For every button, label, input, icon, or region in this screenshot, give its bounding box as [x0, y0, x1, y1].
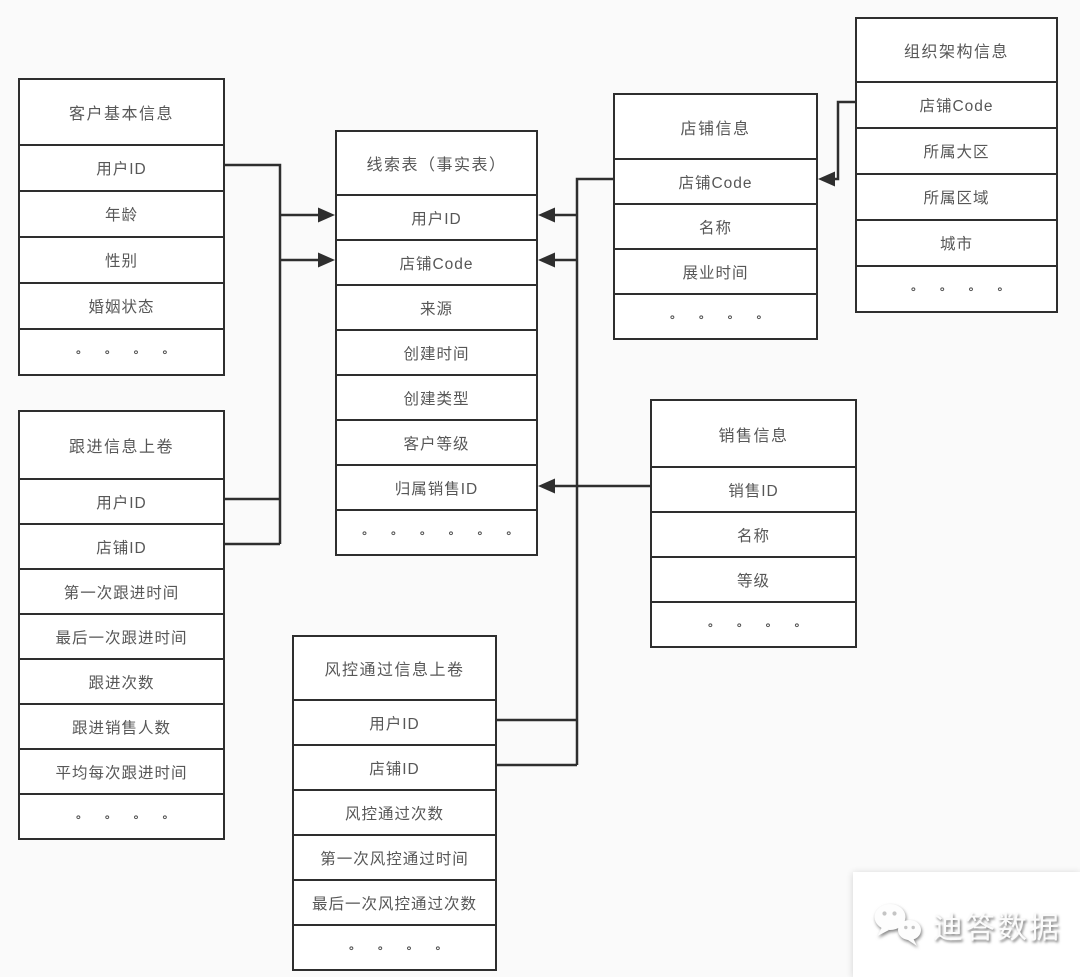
- table-row-ellipsis: ∘ ∘ ∘ ∘: [857, 265, 1056, 311]
- table-title: 组织架构信息: [903, 44, 1009, 61]
- table-title: 销售信息: [718, 427, 789, 445]
- table-title: 风控通过信息上卷: [324, 662, 465, 679]
- arrowhead-fact-userid-left: [318, 207, 335, 223]
- table-row-ellipsis: ∘ ∘ ∘ ∘: [652, 601, 855, 646]
- table-row: 展业时间: [615, 248, 816, 293]
- table-row: 用户ID: [337, 194, 536, 239]
- table-row: 跟进次数: [20, 658, 223, 703]
- table-row: 最后一次跟进时间: [20, 613, 223, 658]
- connector-left-bus: [225, 163, 282, 546]
- table-row: 年龄: [20, 190, 223, 236]
- table-row: 所属大区: [857, 127, 1056, 173]
- table-row: 店铺ID: [294, 744, 495, 789]
- arrowhead-shop-shopcode: [818, 171, 835, 187]
- table-row-ellipsis: ∘ ∘ ∘ ∘: [20, 793, 223, 838]
- connector-org-to-shop-shopcode: [834, 100, 855, 181]
- table-title: 线索表（事实表）: [366, 157, 507, 174]
- watermark-text: 迪答数据: [933, 911, 1061, 945]
- table-row: 平均每次跟进时间: [20, 748, 223, 793]
- table-row: 店铺Code: [337, 239, 536, 284]
- table-row: 婚姻状态: [20, 282, 223, 328]
- table-row: 销售ID: [652, 466, 855, 511]
- connector-right-bus: [497, 177, 613, 767]
- watermark-card: 迪答数据: [853, 872, 1080, 977]
- wechat-chat-bubbles-icon: [874, 903, 921, 946]
- table-row: 所属区域: [857, 173, 1056, 219]
- table-row-ellipsis: ∘ ∘ ∘ ∘: [294, 924, 495, 969]
- table-row: 第一次风控通过时间: [294, 834, 495, 879]
- table-title: 客户基本信息: [68, 106, 174, 123]
- table-row: 用户ID: [294, 699, 495, 744]
- table-row: 等级: [652, 556, 855, 601]
- table-row: 店铺ID: [20, 523, 223, 568]
- table-row: 来源: [337, 284, 536, 329]
- table-row: 创建时间: [337, 329, 536, 374]
- table-row: 客户等级: [337, 419, 536, 464]
- arrowhead-fact-shopcode-left: [318, 252, 335, 268]
- table-row: 归属销售ID: [337, 464, 536, 509]
- arrowhead-fact-userid-right: [538, 207, 555, 223]
- table-row: 店铺Code: [857, 81, 1056, 127]
- table-title: 店铺信息: [680, 120, 751, 138]
- table-row: 创建类型: [337, 374, 536, 419]
- table-row: 名称: [615, 203, 816, 248]
- table-row: 第一次跟进时间: [20, 568, 223, 613]
- arrowhead-fact-shopcode-right: [538, 252, 555, 268]
- table-row-ellipsis: ∘ ∘ ∘ ∘ ∘ ∘: [337, 509, 536, 554]
- table-row: 名称: [652, 511, 855, 556]
- table-row: 性别: [20, 236, 223, 282]
- table-row: 用户ID: [20, 478, 223, 523]
- table-row: 风控通过次数: [294, 789, 495, 834]
- table-row: 最后一次风控通过次数: [294, 879, 495, 924]
- table-row: 跟进销售人数: [20, 703, 223, 748]
- table-title: 跟进信息上卷: [68, 439, 174, 456]
- arrowhead-fact-salesid: [538, 478, 555, 494]
- table-row: 店铺Code: [615, 158, 816, 203]
- table-row-ellipsis: ∘ ∘ ∘ ∘: [20, 328, 223, 374]
- table-row: 用户ID: [20, 144, 223, 190]
- table-row-ellipsis: ∘ ∘ ∘ ∘: [615, 293, 816, 338]
- table-row: 城市: [857, 219, 1056, 265]
